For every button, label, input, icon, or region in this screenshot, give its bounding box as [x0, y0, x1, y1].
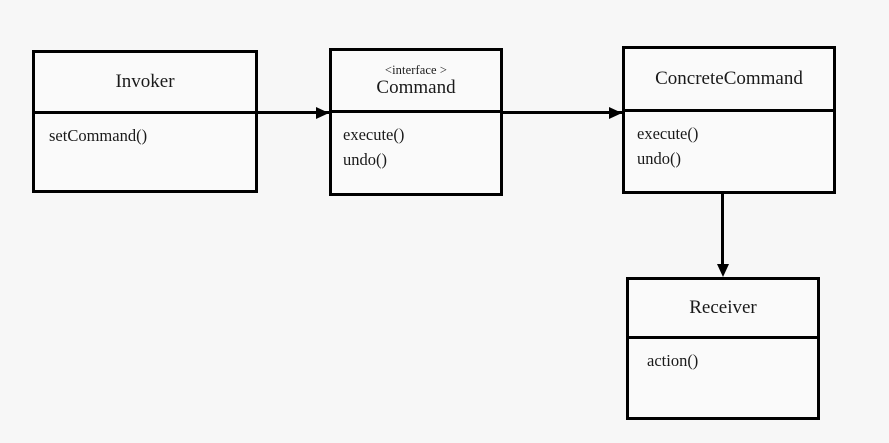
uml-class-members-command: execute() undo() [332, 113, 500, 193]
uml-member-command-execute: execute() [343, 125, 405, 144]
connector-command-to-concrete-command[interactable] [503, 106, 627, 120]
uml-member-concrete-undo: undo() [637, 149, 681, 169]
uml-class-name-receiver: Receiver [689, 297, 757, 319]
arrowhead-icon-invoker-to-command [316, 107, 329, 119]
uml-class-header-concrete-command: ConcreteCommand [625, 49, 833, 112]
uml-class-receiver[interactable]: Receiver action() [626, 277, 820, 420]
connector-invoker-to-command[interactable] [258, 106, 342, 120]
uml-class-invoker[interactable]: Invoker setCommand() [32, 50, 258, 193]
uml-class-header-receiver: Receiver [629, 280, 817, 339]
uml-stereotype-interface: <interface > [384, 62, 448, 77]
uml-class-name-invoker: Invoker [115, 71, 175, 93]
uml-class-name-command: Command [376, 76, 456, 98]
uml-member-action: action() [647, 351, 699, 370]
connector-concrete-command-to-receiver[interactable] [716, 194, 730, 280]
uml-class-command[interactable]: <interface > Command execute() undo() [329, 48, 503, 196]
connector-line-command-to-concrete-command [503, 111, 622, 114]
uml-class-concrete-command[interactable]: ConcreteCommand execute() undo() [622, 46, 836, 194]
arrowhead-icon-concrete-command-to-receiver [717, 264, 729, 277]
connector-line-invoker-to-command [258, 111, 329, 114]
uml-class-members-invoker: setCommand() [35, 114, 255, 190]
uml-member-set-command: setCommand() [49, 126, 148, 145]
uml-class-members-receiver: action() [629, 339, 817, 417]
uml-member-concrete-execute: execute() [637, 124, 699, 143]
uml-class-header-command: <interface > Command [332, 51, 500, 113]
connector-line-concrete-command-to-receiver [721, 194, 724, 267]
arrowhead-icon-command-to-concrete-command [609, 107, 622, 119]
uml-member-command-undo: undo() [343, 150, 387, 170]
uml-class-header-invoker: Invoker [35, 53, 255, 114]
uml-class-name-concrete-command: ConcreteCommand [655, 68, 803, 90]
uml-class-members-concrete-command: execute() undo() [625, 112, 833, 191]
